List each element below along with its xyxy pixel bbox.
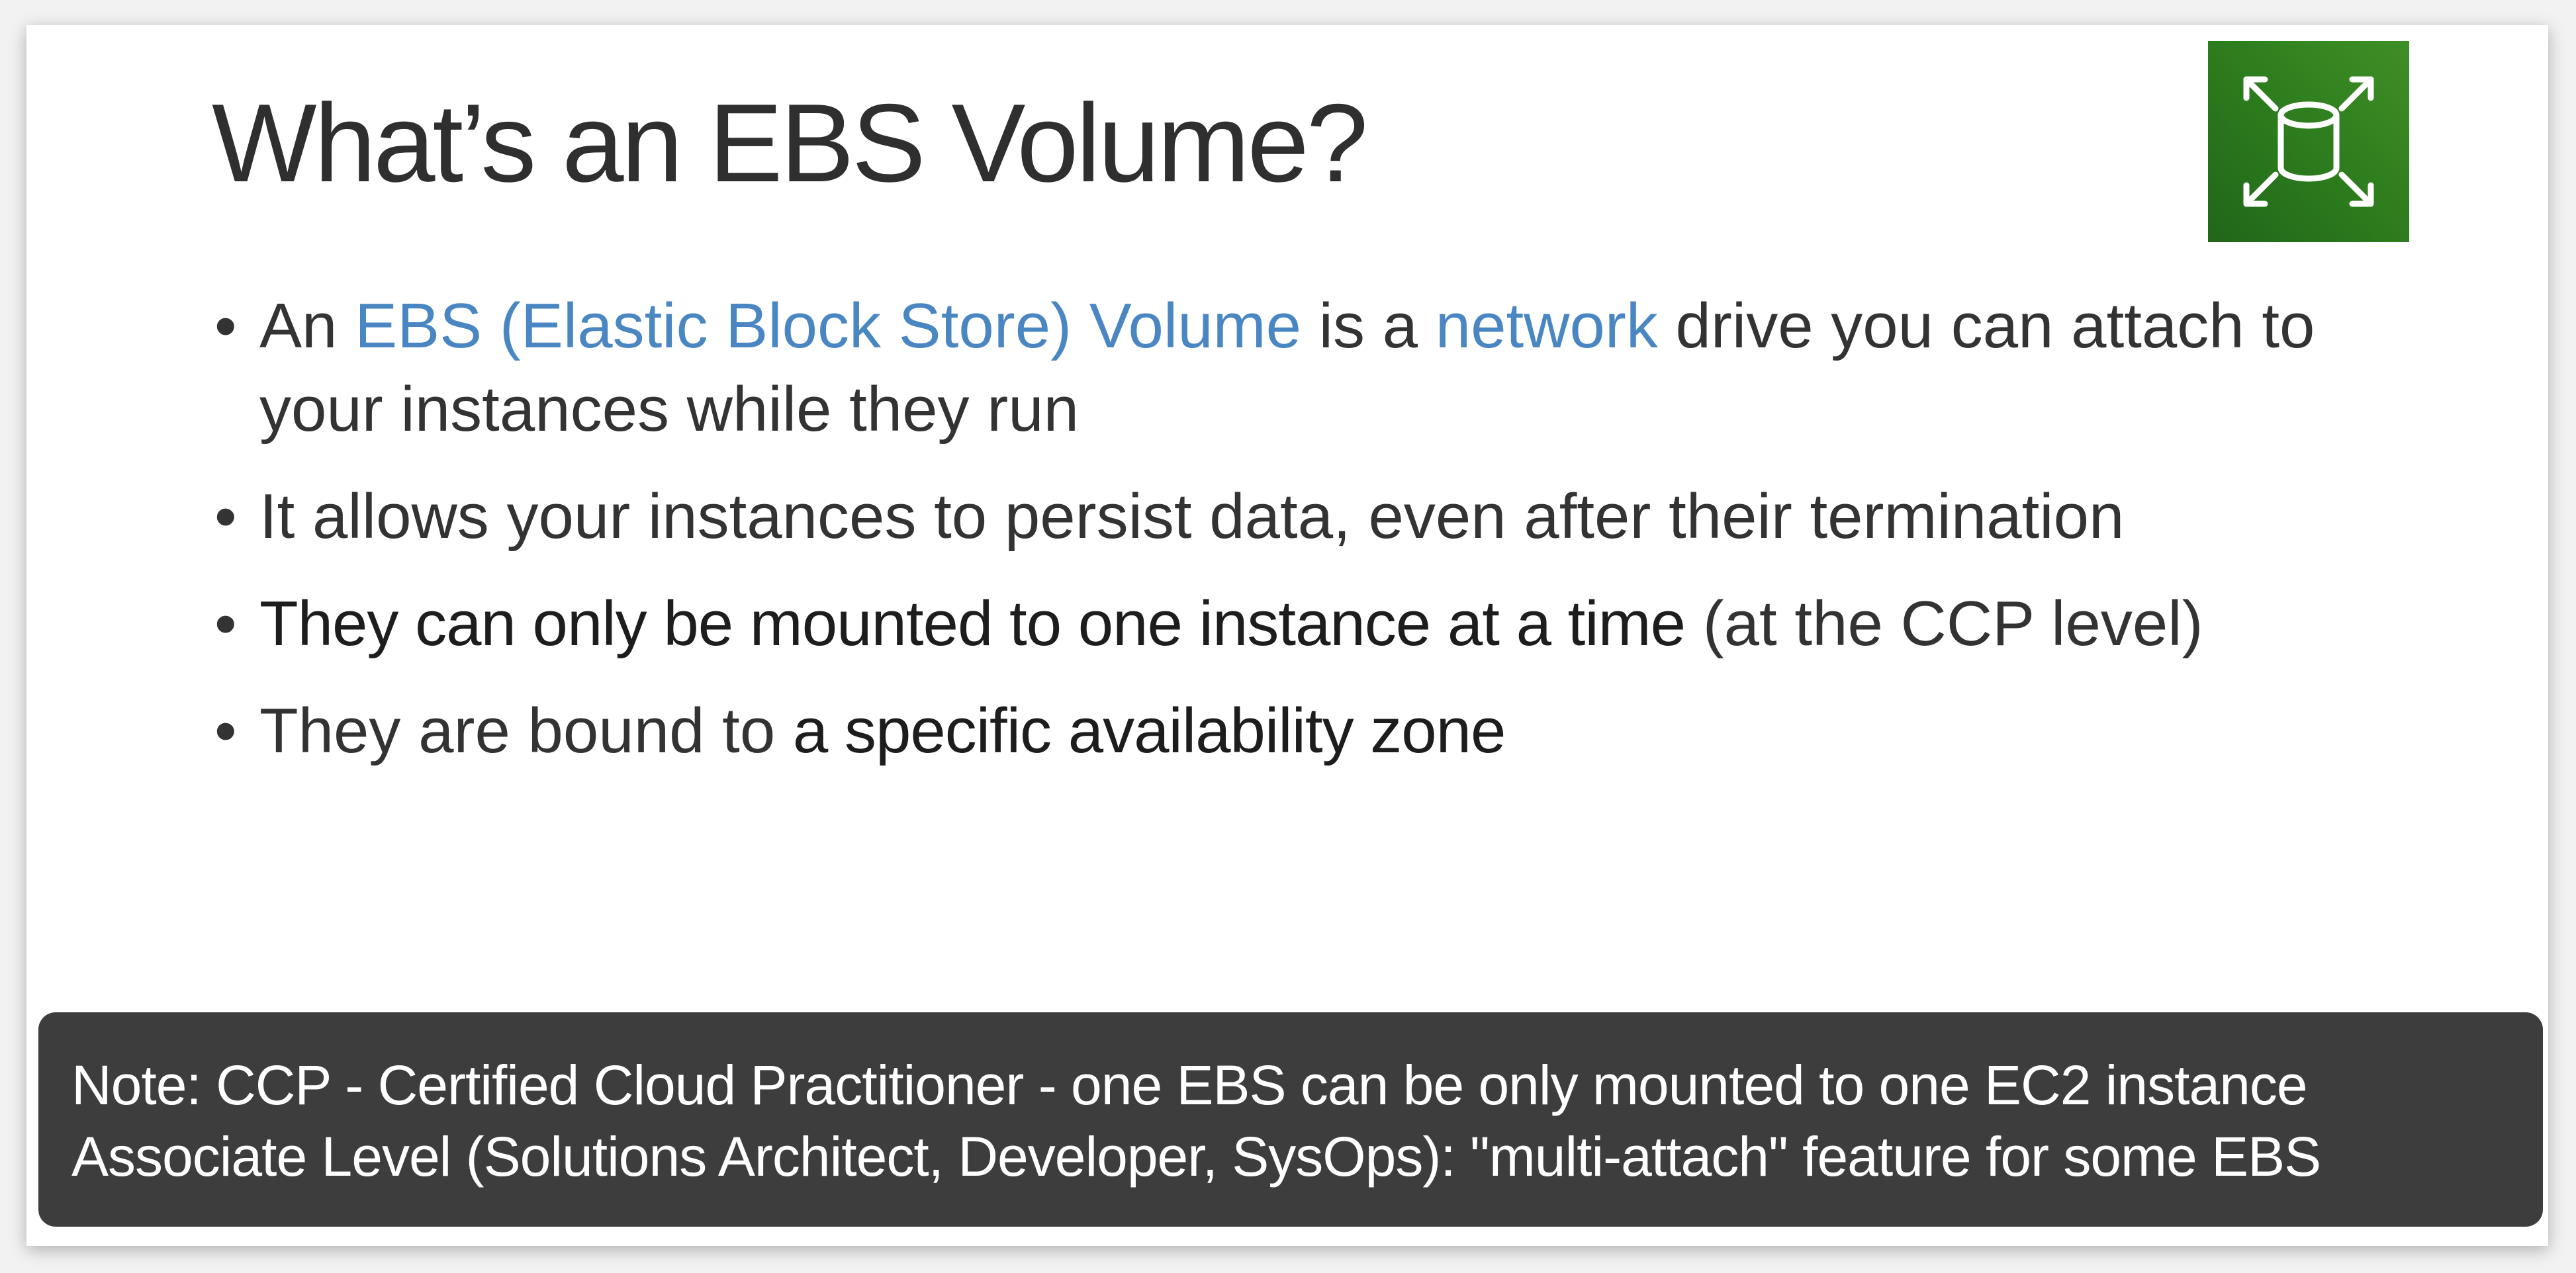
emphasis-text: a specific availability zone	[792, 695, 1506, 766]
highlight-text: EBS (Elastic Block Store) Volume	[355, 290, 1301, 361]
bullet-dot: •	[214, 588, 237, 659]
bullet-list: • An EBS (Elastic Block Store) Volume is …	[212, 285, 2409, 797]
bullet-dot: •	[214, 481, 237, 552]
bullet-dot: •	[214, 695, 237, 766]
note-line-2: Associate Level (Solutions Architect, De…	[71, 1125, 2321, 1188]
bullet-item: • An EBS (Elastic Block Store) Volume is …	[212, 285, 2409, 451]
ebs-volume-expand-icon	[2208, 41, 2409, 242]
caption-note: Note: CCP - Certified Cloud Practitioner…	[38, 1012, 2543, 1227]
bullet-text: It allows your instances to persist data…	[259, 481, 2125, 552]
bullet-dot: •	[214, 290, 237, 361]
bullet-text: An	[259, 290, 355, 361]
highlight-text: network	[1435, 290, 1658, 361]
bullet-text: (at the CCP level)	[1685, 588, 2203, 659]
bullet-text: drive you can attach to your instances w…	[259, 290, 2315, 445]
bullet-item: • They are bound to a specific availabili…	[212, 689, 2409, 773]
bullet-item: • It allows your instances to persist dat…	[212, 475, 2409, 558]
emphasis-text: They can only be mounted to one instance…	[259, 588, 1686, 659]
note-line-1: Note: CCP - Certified Cloud Practitioner…	[71, 1054, 2308, 1116]
bullet-text: They are bound to	[259, 695, 793, 766]
slide: What’s an EBS Volume?	[26, 25, 2548, 1246]
slide-title: What’s an EBS Volume?	[212, 81, 1368, 205]
bullet-item: • They can only be mounted to one instanc…	[212, 582, 2409, 666]
bullet-text: is a	[1301, 290, 1436, 361]
